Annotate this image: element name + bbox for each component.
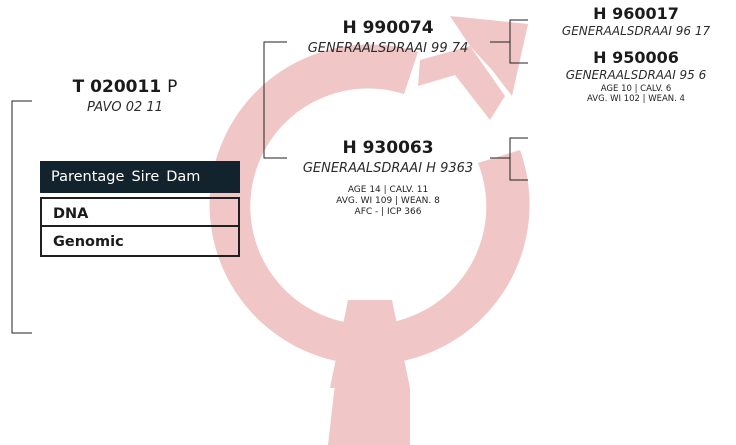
parentage-header-dam: Dam xyxy=(166,169,201,185)
parentage-row-label: Genomic xyxy=(53,234,124,250)
parentage-header-sire: Sire xyxy=(131,169,160,185)
sire-dam-stat-line: AVG. WI 102 | WEAN. 4 xyxy=(587,94,685,104)
sire-card: H 990074 GENERAALSDRAAI 99 74 xyxy=(288,18,488,57)
parentage-row-genomic: Genomic xyxy=(40,227,240,257)
dam-reg: H 930063 xyxy=(342,138,434,158)
sire-dam-alias: GENERAALSDRAAI 95 6 xyxy=(565,68,707,82)
animal-reg: T 020011 P xyxy=(60,77,190,97)
parentage-row-label: DNA xyxy=(53,206,89,222)
sire-sire-alias: GENERAALSDRAAI 96 17 xyxy=(561,24,711,38)
sire-dam-stats: AGE 10 | CALV. 6 AVG. WI 102 | WEAN. 4 xyxy=(536,84,736,104)
sire-alias: GENERAALSDRAAI 99 74 xyxy=(307,41,469,56)
sire-reg: H 990074 xyxy=(342,18,434,38)
sire-dam-reg: H 950006 xyxy=(593,48,679,67)
dam-alias: GENERAALSDRAAI H 9363 xyxy=(302,161,474,176)
dam-stat-line: AGE 14 | CALV. 11 xyxy=(347,185,429,195)
parents-bracket xyxy=(263,41,287,159)
parentage-header: Parentage Sire Dam xyxy=(40,161,240,193)
animal-alias: PAVO 02 11 xyxy=(87,100,163,115)
sire-dam-stat-line: AGE 10 | CALV. 6 xyxy=(600,84,672,94)
sire-sire-reg: H 960017 xyxy=(593,4,679,23)
dam-stats: AGE 14 | CALV. 11 AVG. WI 109 | WEAN. 8 … xyxy=(283,185,493,218)
parentage-panel: Parentage Sire Dam DNA Genomic xyxy=(40,161,240,257)
animal-reg-suffix: P xyxy=(167,77,178,97)
dam-card: H 930063 GENERAALSDRAAI H 9363 AGE 14 | … xyxy=(283,138,493,218)
dam-parents-bracket xyxy=(509,137,528,181)
dam-stat-line: AVG. WI 109 | WEAN. 8 xyxy=(336,196,440,206)
parentage-row-dna: DNA xyxy=(40,197,240,227)
parentage-header-label: Parentage xyxy=(51,169,125,185)
sire-sire-card: H 960017 GENERAALSDRAAI 96 17 xyxy=(536,4,736,39)
sire-dam-card: H 950006 GENERAALSDRAAI 95 6 AGE 10 | CA… xyxy=(536,48,736,104)
animal-reg-number: T 020011 xyxy=(72,77,162,97)
animal-bracket xyxy=(11,100,32,334)
sire-parents-bracket xyxy=(509,19,528,64)
dam-stat-line: AFC - | ICP 366 xyxy=(354,207,422,217)
animal-card: T 020011 P PAVO 02 11 xyxy=(60,77,190,116)
